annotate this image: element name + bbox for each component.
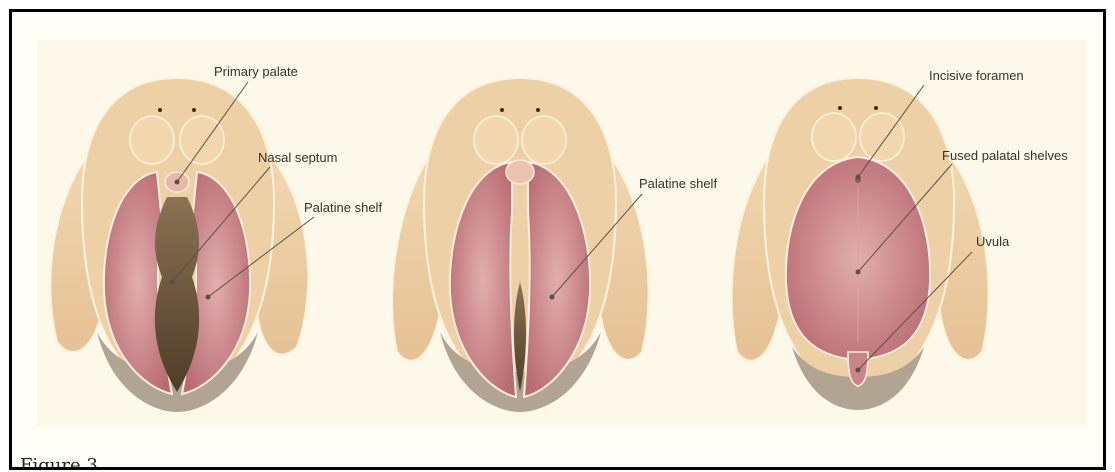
- dot-uvula: [856, 368, 861, 373]
- stage-1-unfused-palate: [50, 78, 308, 412]
- stage-3-fused-palate: [732, 78, 989, 410]
- stage-2-nasal-bump-left: [474, 116, 518, 164]
- figure-frame: Primary palate Nasal septum Palatine she…: [9, 9, 1106, 470]
- label-palatine-shelf-stage-1: Palatine shelf: [304, 200, 382, 215]
- dot-incisive-foramen: [856, 175, 861, 180]
- stage-3-eye-left: [838, 106, 842, 110]
- label-palatine-shelf-stage-2: Palatine shelf: [639, 176, 717, 191]
- stage-1-nasal-bump-right: [180, 116, 224, 164]
- stage-1-eye-left: [158, 108, 162, 112]
- stage-1-eye-right: [192, 108, 196, 112]
- dot-primary-palate: [175, 180, 180, 185]
- stage-3-eye-right: [874, 106, 878, 110]
- dot-palatine-shelf-1: [206, 295, 211, 300]
- label-incisive-foramen: Incisive foramen: [929, 68, 1024, 83]
- stage-2-primary-palate: [506, 160, 534, 184]
- stage-3-nasal-bump-right: [860, 113, 904, 161]
- dot-nasal-septum: [170, 280, 175, 285]
- palate-development-diagram: Primary palate Nasal septum Palatine she…: [12, 12, 1103, 467]
- stage-3-nasal-bump-left: [812, 113, 856, 161]
- label-fused-palatal-shelves: Fused palatal shelves: [942, 148, 1068, 163]
- stage-2-approaching-palate: [392, 78, 649, 412]
- dot-fused-palatal-shelves: [856, 270, 861, 275]
- dot-palatine-shelf-2: [550, 295, 555, 300]
- label-primary-palate: Primary palate: [214, 64, 298, 79]
- figure-caption-fragment: Figure 3: [20, 455, 98, 470]
- stage-2-nasal-bump-right: [522, 116, 566, 164]
- label-uvula: Uvula: [976, 234, 1010, 249]
- label-nasal-septum: Nasal septum: [258, 150, 337, 165]
- stage-2-eye-left: [500, 108, 504, 112]
- stage-1-nasal-bump-left: [130, 116, 174, 164]
- stage-2-eye-right: [536, 108, 540, 112]
